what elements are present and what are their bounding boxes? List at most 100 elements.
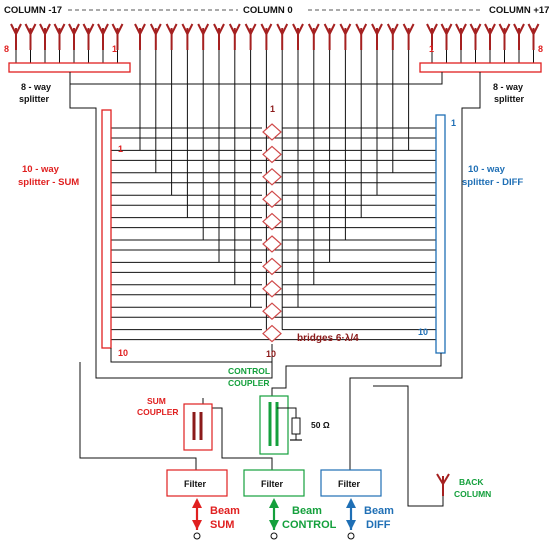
- antenna-icon-17: [276, 23, 289, 50]
- antenna-arm-left-12: [197, 23, 205, 35]
- bridge-3: [262, 167, 282, 186]
- column-left-label: COLUMN -17: [4, 5, 62, 16]
- antenna-arm-right-4: [73, 23, 80, 35]
- antenna-icon-24: [386, 23, 399, 50]
- antenna-arm-right-32: [518, 23, 525, 35]
- antenna-arm-left-20: [323, 23, 331, 35]
- beam-diff-label-line2: DIFF: [366, 519, 391, 531]
- beam-sum-port: [192, 498, 202, 540]
- antenna-icon-13: [213, 23, 225, 50]
- antenna-icon-11: [181, 23, 194, 50]
- antenna-arm-left-23: [371, 23, 378, 35]
- filter-diff-label: Filter: [338, 479, 361, 489]
- filter-sum: [166, 469, 228, 497]
- left-8way-index-1: 1: [112, 44, 117, 54]
- left-8way-splitter: [8, 62, 131, 73]
- bridge-6: [262, 235, 282, 253]
- antenna-arm-left-33: [527, 23, 535, 35]
- antenna-arm-left-32: [513, 23, 520, 35]
- splitter-link-wire: [69, 72, 443, 85]
- antenna-arm-right-30: [489, 23, 496, 35]
- antenna-arm-right-16: [265, 23, 273, 35]
- bridge-2: [262, 145, 282, 164]
- antenna-arm-right-1: [29, 23, 37, 35]
- right-8way-label-line2: splitter: [494, 94, 525, 104]
- antenna-arm-left-0: [10, 23, 17, 35]
- bridge-8: [262, 279, 282, 298]
- antenna-arm-left-31: [498, 23, 506, 35]
- antenna-arm-right-11: [186, 23, 194, 35]
- left-8way-index-8: 8: [4, 44, 9, 54]
- antenna-icon-18: [292, 23, 304, 50]
- antenna-arm-right-15: [249, 23, 257, 35]
- antenna-icon-6: [97, 23, 109, 50]
- bridge-10: [262, 324, 282, 343]
- back-column-antenna-icon: [436, 473, 450, 496]
- sum-coupler-label-line1: SUM: [147, 396, 166, 406]
- antenna-row: [10, 23, 540, 63]
- antenna-arm-right-6: [102, 23, 109, 35]
- antenna-icon-23: [371, 23, 383, 50]
- antenna-arm-right-24: [391, 23, 399, 35]
- left-8way-label-line1: 8 - way: [21, 82, 51, 92]
- antenna-arm-right-3: [58, 23, 66, 35]
- antenna-arm-right-23: [376, 23, 383, 35]
- column-center-label: COLUMN 0: [243, 5, 293, 16]
- antenna-icon-32: [513, 23, 525, 50]
- antenna-icon-20: [323, 23, 336, 50]
- bridge-ladder: [111, 50, 436, 343]
- bridge-7: [262, 257, 282, 276]
- resistor-wire: [277, 407, 297, 418]
- sum-index-10: 10: [118, 348, 128, 358]
- filter-diff: [320, 469, 382, 497]
- right-splitter-to-diff-wire: [349, 72, 481, 470]
- right-8way-index-8: 8: [538, 44, 543, 54]
- antenna-arm-left-3: [53, 23, 61, 35]
- antenna-icon-3: [53, 23, 66, 50]
- right-8way-splitter: [419, 62, 542, 73]
- back-column-label-line2: COLUMN: [454, 489, 491, 499]
- antenna-icon-8: [134, 23, 146, 50]
- antenna-icon-25: [402, 23, 415, 50]
- beam-control-label-line1: Beam: [292, 505, 322, 517]
- beam-diff-port: [346, 498, 356, 540]
- column-right-label: COLUMN +17: [489, 5, 549, 16]
- antenna-arm-right-33: [532, 23, 540, 35]
- antenna-arm-right-18: [297, 23, 304, 35]
- bridge-4: [262, 190, 282, 209]
- antenna-icon-31: [498, 23, 511, 50]
- antenna-arm-left-24: [386, 23, 394, 35]
- control-coupler-label-line1: CONTROL: [228, 366, 270, 376]
- antenna-arm-left-5: [82, 23, 90, 35]
- bridges-label: bridges 6·λ/4: [297, 333, 359, 344]
- antenna-arm-left-22: [355, 23, 363, 35]
- antenna-arm-right-26: [431, 23, 438, 35]
- beam-control-label-line2: CONTROL: [282, 519, 337, 531]
- antenna-arm-left-17: [276, 23, 284, 35]
- antenna-icon-19: [307, 23, 320, 50]
- antenna-icon-12: [197, 23, 210, 50]
- antenna-arm-right-12: [202, 23, 210, 35]
- antenna-arm-right-29: [474, 23, 482, 35]
- filter-sum-label: Filter: [184, 479, 207, 489]
- antenna-arm-left-15: [244, 23, 252, 35]
- antenna-arm-left-29: [469, 23, 477, 35]
- antenna-icon-21: [339, 23, 352, 50]
- antenna-arm-right-20: [328, 23, 336, 35]
- sum-coupler-label-line2: COUPLER: [137, 407, 179, 417]
- antenna-arm-left-13: [213, 23, 220, 35]
- antenna-arm-left-10: [165, 23, 173, 35]
- antenna-arm-right-2: [44, 23, 51, 35]
- antenna-icon-22: [355, 23, 368, 50]
- antenna-arm-left-28: [455, 23, 462, 35]
- antenna-arm-right-19: [312, 23, 320, 35]
- bridge-index-10: 10: [266, 349, 276, 359]
- antenna-icon-0: [10, 23, 22, 50]
- antenna-icon-16: [260, 23, 273, 50]
- antenna-arm-left-21: [339, 23, 347, 35]
- antenna-arm-left-25: [402, 23, 410, 35]
- antenna-arm-left-7: [111, 23, 119, 35]
- sum-splitter-label-line2: splitter - SUM: [18, 177, 79, 188]
- antenna-arm-left-27: [440, 23, 448, 35]
